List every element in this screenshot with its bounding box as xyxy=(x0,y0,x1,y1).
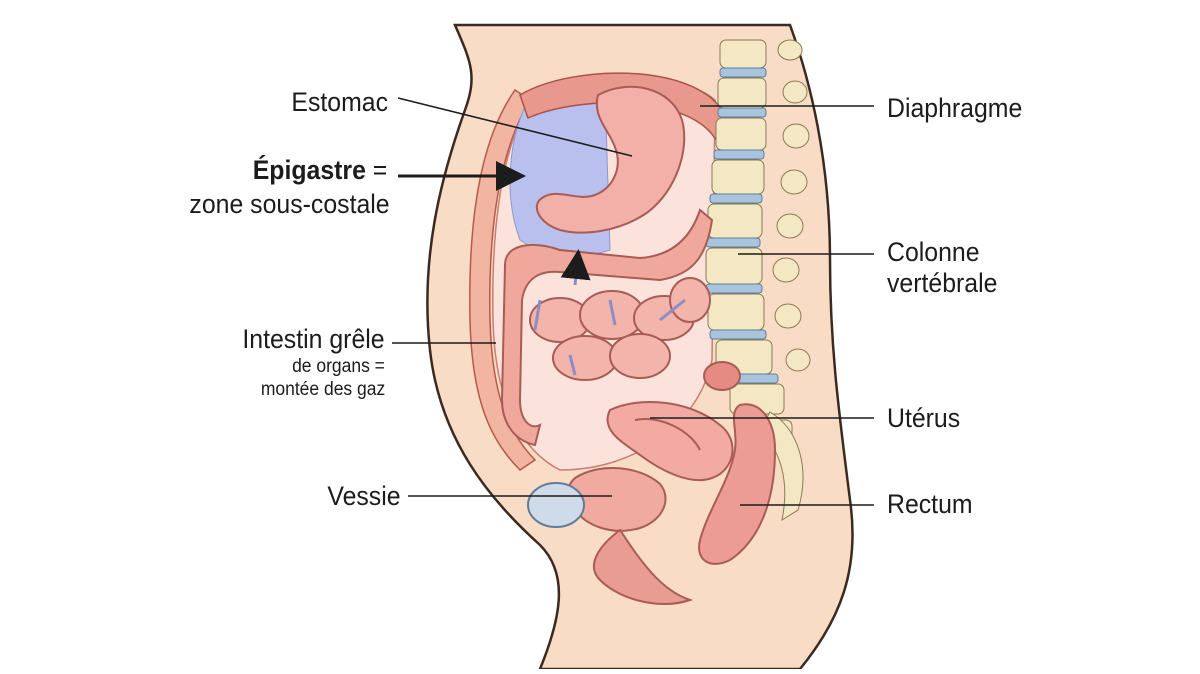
pelvic-floor xyxy=(593,528,694,605)
stomach xyxy=(535,85,686,234)
uterine-cavity xyxy=(634,418,701,451)
label-spine-line-1: Colonne xyxy=(887,237,980,267)
large-intestine xyxy=(500,208,714,447)
label-epigastrium-desc: zone sous-costale xyxy=(189,189,390,219)
abdominal-wall xyxy=(469,88,537,471)
rectum xyxy=(698,403,777,565)
gas-arrows xyxy=(533,249,686,376)
label-stomach: Estomac xyxy=(291,87,388,117)
label-epigastrium-equals: = xyxy=(365,155,387,185)
label-bladder: Vessie xyxy=(327,481,401,511)
label-uterus: Utérus xyxy=(887,403,961,433)
leader-lines xyxy=(392,97,874,506)
sigmoid-colon xyxy=(703,361,741,391)
label-rectum: Rectum xyxy=(887,489,973,519)
label-small-intestine: Intestin grêle xyxy=(242,324,385,354)
label-epigastrium: Épigastre = xyxy=(252,154,387,186)
label-diaphragm: Diaphragme xyxy=(887,93,1023,123)
uterus xyxy=(606,401,734,482)
label-epigastrium-term: Épigastre xyxy=(252,155,366,185)
pubic-bone xyxy=(527,482,585,528)
small-intestine xyxy=(529,277,711,381)
label-spine-line-2: vertébrale xyxy=(887,268,998,298)
label-small-intestine-note-2: montée des gaz xyxy=(260,379,385,400)
label-small-intestine-note-1: de organs = xyxy=(292,356,385,377)
